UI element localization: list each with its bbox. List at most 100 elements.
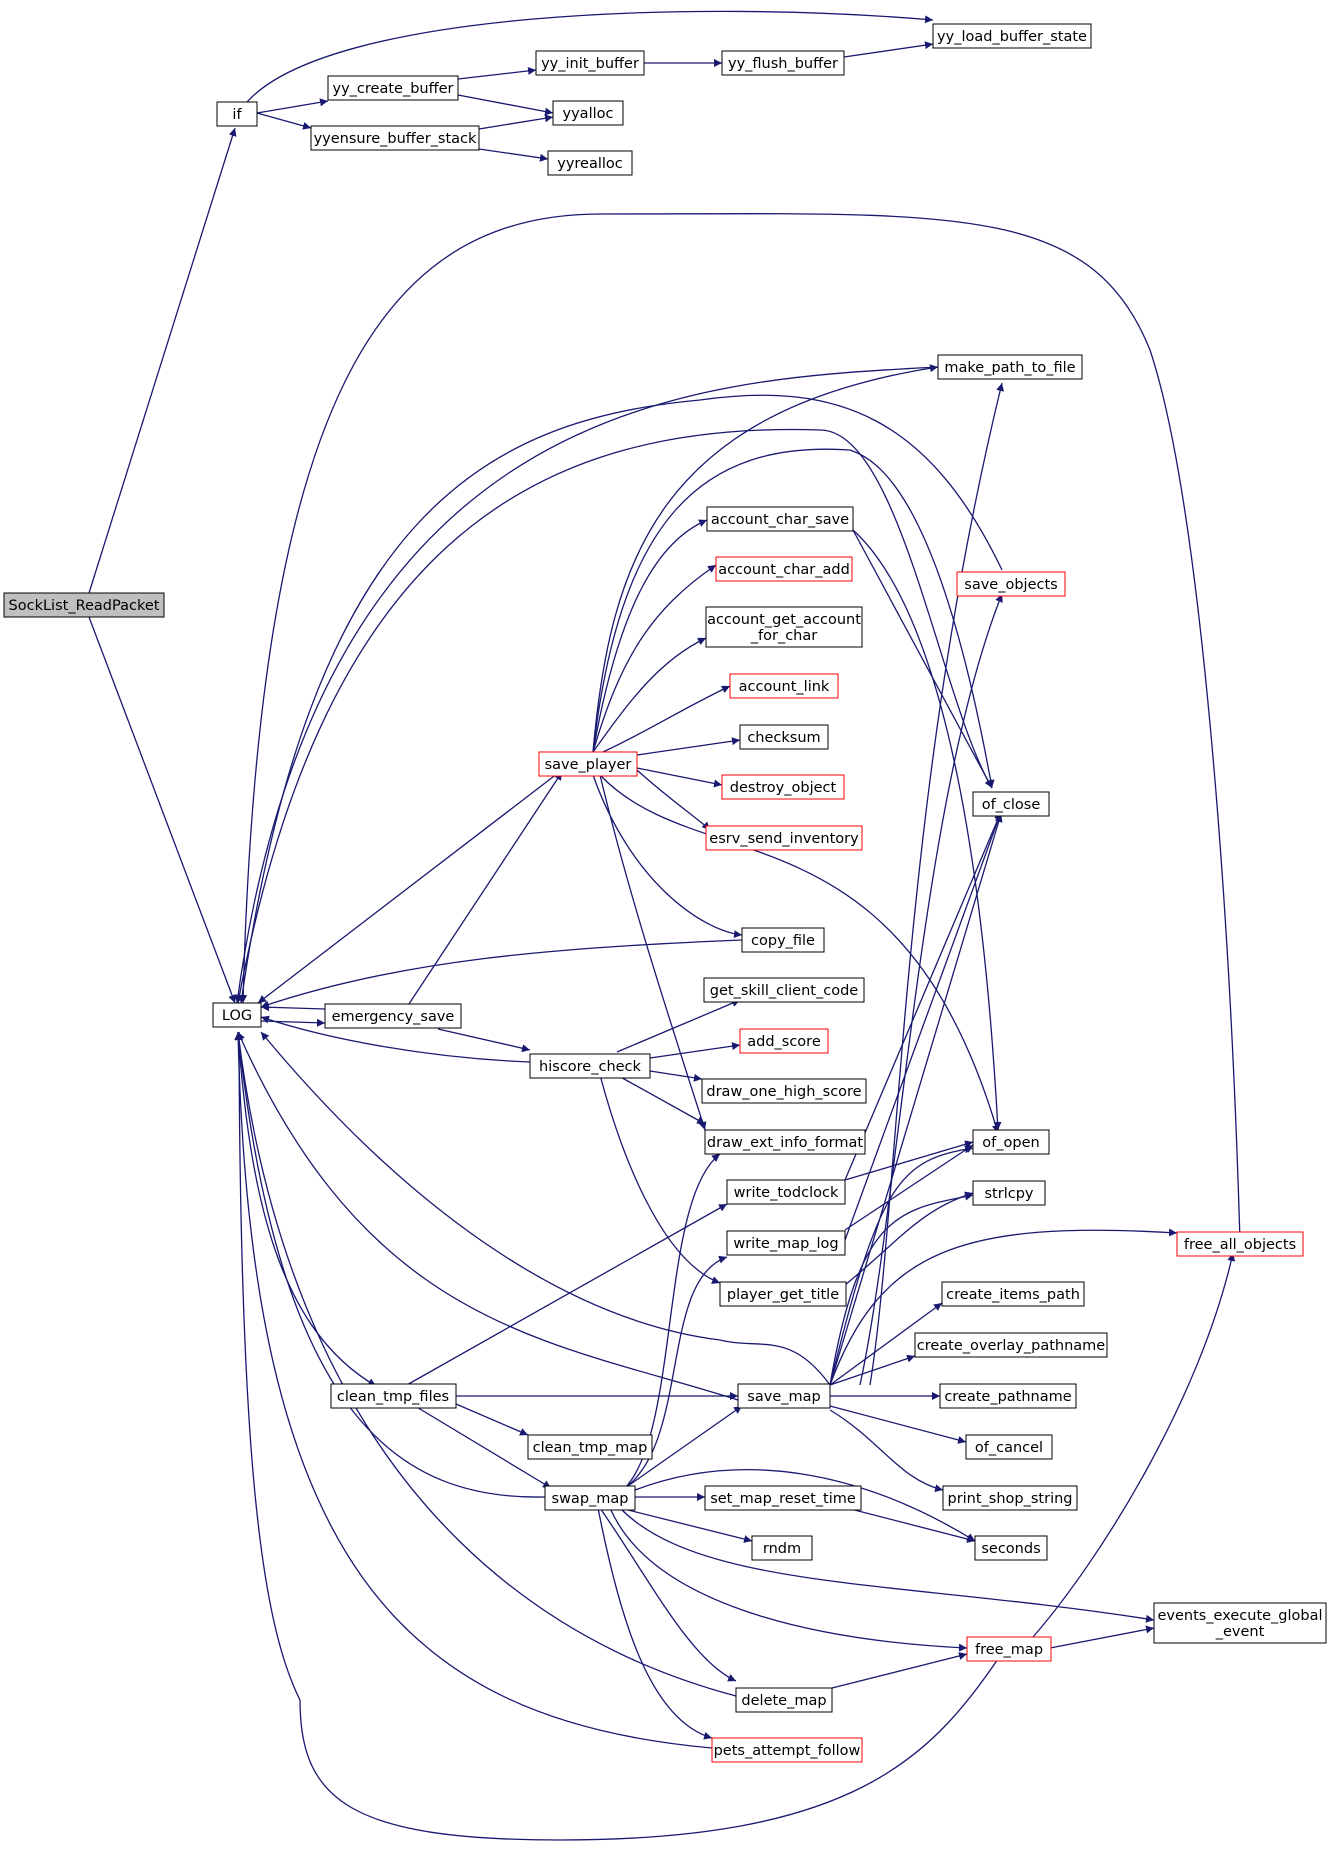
node-account-get-account-for-char[interactable]: account_get_account _for_char bbox=[705, 606, 863, 648]
node-create-overlay-pathname[interactable]: create_overlay_pathname bbox=[914, 1332, 1108, 1358]
edge-save_player-esrv bbox=[636, 769, 711, 831]
node-checksum[interactable]: checksum bbox=[739, 724, 829, 750]
node-add-score[interactable]: add_score bbox=[739, 1028, 829, 1054]
edge-save_map-create_overlay bbox=[829, 1354, 916, 1386]
edge-hiscore-draw_one bbox=[649, 1070, 703, 1082]
edge-player_get_title-strlcpy bbox=[844, 1191, 974, 1286]
node-label: LOG bbox=[222, 1008, 252, 1024]
node-create-pathname[interactable]: create_pathname bbox=[939, 1383, 1077, 1409]
node-log[interactable]: LOG bbox=[212, 1002, 262, 1028]
edge-write_map_log-of_close bbox=[844, 811, 1003, 1241]
edge-free_all_objects-log bbox=[239, 213, 1241, 1242]
node-get-skill-client-code[interactable]: get_skill_client_code bbox=[703, 977, 865, 1003]
node-label: seconds bbox=[981, 1541, 1040, 1557]
node-label: account_link bbox=[739, 679, 830, 695]
edge-hiscore-log bbox=[260, 1015, 531, 1063]
node-save-player[interactable]: save_player bbox=[538, 751, 638, 777]
edge-save_player-account_char_add bbox=[592, 564, 717, 753]
edge-hiscore-draw_ext bbox=[616, 1074, 706, 1125]
edge-swap_map-write_map_log bbox=[624, 1255, 728, 1489]
node-make-path-to-file[interactable]: make_path_to_file bbox=[937, 354, 1083, 380]
edge-swap_map-seconds bbox=[634, 1469, 976, 1542]
node-print-shop-string[interactable]: print_shop_string bbox=[942, 1485, 1078, 1511]
node-rndm[interactable]: rndm bbox=[751, 1535, 813, 1561]
node-strlcpy[interactable]: strlcpy bbox=[972, 1180, 1046, 1206]
node-label: SockList_ReadPacket bbox=[9, 598, 160, 614]
node-if[interactable]: if bbox=[216, 101, 258, 127]
node-of-open[interactable]: of_open bbox=[972, 1129, 1050, 1155]
node-yy-flush-buffer[interactable]: yy_flush_buffer bbox=[721, 50, 845, 76]
edge-copy_file-log bbox=[260, 939, 743, 1009]
edge-log-clean_tmp bbox=[237, 1031, 377, 1387]
edge-socklist-if bbox=[88, 127, 237, 594]
node-create-items-path[interactable]: create_items_path bbox=[941, 1281, 1085, 1307]
node-label: write_map_log bbox=[733, 1236, 838, 1252]
node-label: pets_attempt_follow bbox=[714, 1743, 861, 1759]
edge-save_map-of_open bbox=[829, 1145, 974, 1386]
node-account-char-add[interactable]: account_char_add bbox=[715, 556, 853, 582]
node-label: copy_file bbox=[751, 933, 815, 949]
node-label: delete_map bbox=[741, 1693, 826, 1709]
node-draw-ext-info-format[interactable]: draw_ext_info_format bbox=[704, 1129, 866, 1155]
node-player-get-title[interactable]: player_get_title bbox=[719, 1281, 847, 1307]
node-label: checksum bbox=[747, 730, 820, 746]
node-swap-map[interactable]: swap_map bbox=[544, 1485, 636, 1511]
edge-save_player-account_link bbox=[602, 685, 731, 753]
node-yyalloc[interactable]: yyalloc bbox=[552, 100, 624, 126]
node-copy-file[interactable]: copy_file bbox=[741, 927, 825, 953]
node-draw-one-high-score[interactable]: draw_one_high_score bbox=[701, 1078, 867, 1104]
node-seconds[interactable]: seconds bbox=[974, 1535, 1048, 1561]
edge-swap_map-rndm bbox=[619, 1507, 753, 1543]
edge-hiscore-player_get_title bbox=[599, 1074, 721, 1284]
node-label-line2: _event bbox=[1215, 1624, 1265, 1640]
edge-hiscore-add_score bbox=[649, 1042, 741, 1059]
node-label: save_map bbox=[747, 1389, 820, 1405]
node-account-char-save[interactable]: account_char_save bbox=[706, 506, 854, 532]
node-label: of_close bbox=[982, 797, 1041, 813]
node-label: yy_flush_buffer bbox=[728, 56, 838, 72]
node-of-close[interactable]: of_close bbox=[972, 791, 1050, 817]
node-of-cancel[interactable]: of_cancel bbox=[965, 1434, 1053, 1460]
node-destroy-object[interactable]: destroy_object bbox=[721, 774, 845, 800]
node-free-all-objects[interactable]: free_all_objects bbox=[1176, 1231, 1304, 1257]
node-write-todclock[interactable]: write_todclock bbox=[726, 1179, 846, 1205]
edge-if-yy_load_buffer_state bbox=[246, 10, 934, 103]
node-save-map[interactable]: save_map bbox=[737, 1383, 831, 1409]
node-hiscore-check[interactable]: hiscore_check bbox=[529, 1053, 651, 1079]
edge-free_map-log bbox=[235, 1031, 1001, 1841]
node-label: write_todclock bbox=[734, 1185, 839, 1201]
node-yy-init-buffer[interactable]: yy_init_buffer bbox=[535, 50, 645, 76]
edge-account_char_save-of_close bbox=[852, 529, 993, 789]
node-yyrealloc[interactable]: yyrealloc bbox=[547, 150, 633, 176]
edge-socklist-log bbox=[88, 616, 236, 1004]
node-yyensure-buffer-stack[interactable]: yyensure_buffer_stack bbox=[310, 125, 480, 151]
node-label: draw_ext_info_format bbox=[707, 1135, 863, 1151]
node-emergency-save[interactable]: emergency_save bbox=[324, 1003, 462, 1029]
node-delete-map[interactable]: delete_map bbox=[735, 1687, 833, 1713]
node-account-link[interactable]: account_link bbox=[729, 673, 839, 699]
node-clean-tmp-files[interactable]: clean_tmp_files bbox=[330, 1383, 457, 1409]
edge-clean_tmp-clean_tmp_map bbox=[455, 1403, 529, 1436]
edge-save_map-save_objects bbox=[859, 593, 1003, 1386]
edge-emergency-log bbox=[260, 1003, 326, 1012]
node-set-map-reset-time[interactable]: set_map_reset_time bbox=[704, 1485, 862, 1511]
node-yy-load-buffer-state[interactable]: yy_load_buffer_state bbox=[932, 23, 1092, 49]
node-label: clean_tmp_files bbox=[337, 1389, 449, 1405]
edge-save_map-print_shop bbox=[829, 1409, 944, 1493]
node-free-map[interactable]: free_map bbox=[966, 1636, 1052, 1662]
node-label: clean_tmp_map bbox=[533, 1440, 648, 1456]
node-esrv-send-inventory[interactable]: esrv_send_inventory bbox=[705, 825, 863, 851]
node-events-execute-global-event[interactable]: events_execute_global _event bbox=[1153, 1602, 1327, 1644]
edge-pets-log bbox=[234, 1031, 713, 1749]
node-label-line1: events_execute_global bbox=[1157, 1608, 1322, 1624]
node-save-objects[interactable]: save_objects bbox=[956, 571, 1066, 597]
edge-of_close-log bbox=[235, 428, 993, 1004]
node-clean-tmp-map[interactable]: clean_tmp_map bbox=[527, 1434, 653, 1460]
edge-write_todclock-of_close bbox=[844, 811, 1002, 1181]
node-yy-create-buffer[interactable]: yy_create_buffer bbox=[327, 75, 459, 101]
node-write-map-log[interactable]: write_map_log bbox=[726, 1230, 846, 1256]
node-label: swap_map bbox=[552, 1491, 629, 1507]
node-socklist-readpacket[interactable]: SockList_ReadPacket bbox=[3, 592, 165, 618]
node-pets-attempt-follow[interactable]: pets_attempt_follow bbox=[711, 1737, 863, 1763]
